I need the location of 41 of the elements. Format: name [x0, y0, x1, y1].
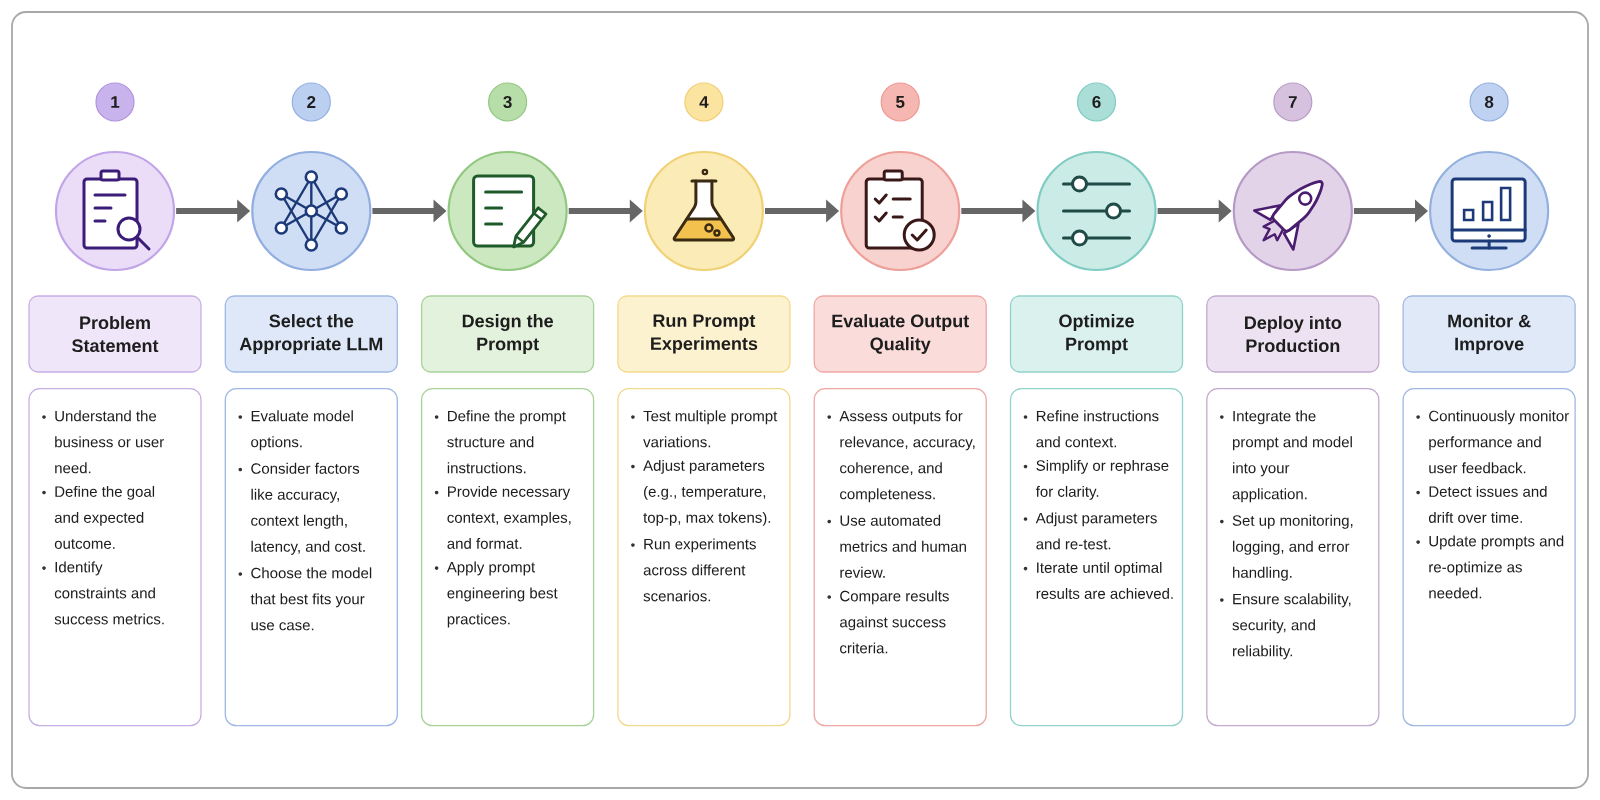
- title-box: Design the Prompt: [420, 295, 595, 373]
- list-item: Apply prompt engineering best practices.: [446, 561, 558, 628]
- list-item: Continuously monitor performance and user feedback.: [1429, 410, 1569, 474]
- step-number: 2: [291, 82, 331, 122]
- list-item: Choose the model that best fits your use case.: [250, 567, 372, 631]
- list-item: Consider factors like accuracy, context length, latency, and cost.: [251, 462, 365, 555]
- title-box: Run Prompt Experiments: [617, 295, 791, 373]
- list-item: Ensure scalability, security, and reliability.: [1232, 593, 1351, 660]
- title-box: Deploy into Production: [1206, 295, 1380, 373]
- list-item: Use automated metrics and human review.: [840, 514, 966, 578]
- list-item: Detect issues and drift over time.: [1428, 485, 1547, 523]
- list-item: Assess outputs for relevance, accuracy, coherence, and completeness.: [839, 410, 975, 503]
- list-item: Set up monitoring, logging, and error handling.: [1232, 514, 1353, 581]
- list-item: Test multiple prompt variations.: [643, 410, 778, 448]
- list-item: Identify constraints and success metrics.: [54, 561, 164, 625]
- list-item: Provide necessary context, examples, and format.: [447, 485, 571, 549]
- step-number: 5: [880, 82, 920, 122]
- list-item: Integrate the prompt and model into your application.: [1232, 410, 1352, 503]
- step-number: 4: [684, 82, 724, 122]
- step-number: 8: [1469, 82, 1509, 122]
- list-item: Simplify or rephrase for clarity.: [1035, 459, 1169, 500]
- list-item: Understand the business or user need.: [55, 410, 164, 474]
- list-item: Compare results against success criteria.: [840, 590, 949, 654]
- list-item: Iterate until optimal results are achieved.: [1036, 561, 1173, 599]
- title-box: Monitor & Improve: [1402, 295, 1576, 373]
- list-item: Evaluate model options.: [251, 410, 353, 451]
- list-item: Run experiments across different scenarios.: [643, 538, 756, 602]
- title-box: Evaluate Output Quality: [813, 295, 987, 373]
- step-number: 3: [488, 82, 528, 122]
- list-item: Refine instructions and context.: [1036, 410, 1159, 448]
- step-number: 6: [1076, 82, 1117, 122]
- title-box: Optimize Prompt: [1009, 295, 1184, 373]
- title-box: Problem Statement: [28, 295, 202, 373]
- list-item: Define the goal and expected outcome.: [54, 485, 155, 549]
- list-item: Adjust parameters and re-test.: [1035, 512, 1157, 550]
- list-item: Adjust parameters (e.g., temperature, top-p, max tokens).: [643, 459, 771, 526]
- title-box: Select the Appropriate LLM: [224, 295, 398, 373]
- step-number: 7: [1273, 82, 1313, 122]
- list-item: Update prompts and re-optimize as needed.: [1429, 535, 1564, 599]
- step-number: 1: [95, 82, 135, 122]
- list-item: Define the prompt structure and instructions.: [447, 410, 566, 474]
